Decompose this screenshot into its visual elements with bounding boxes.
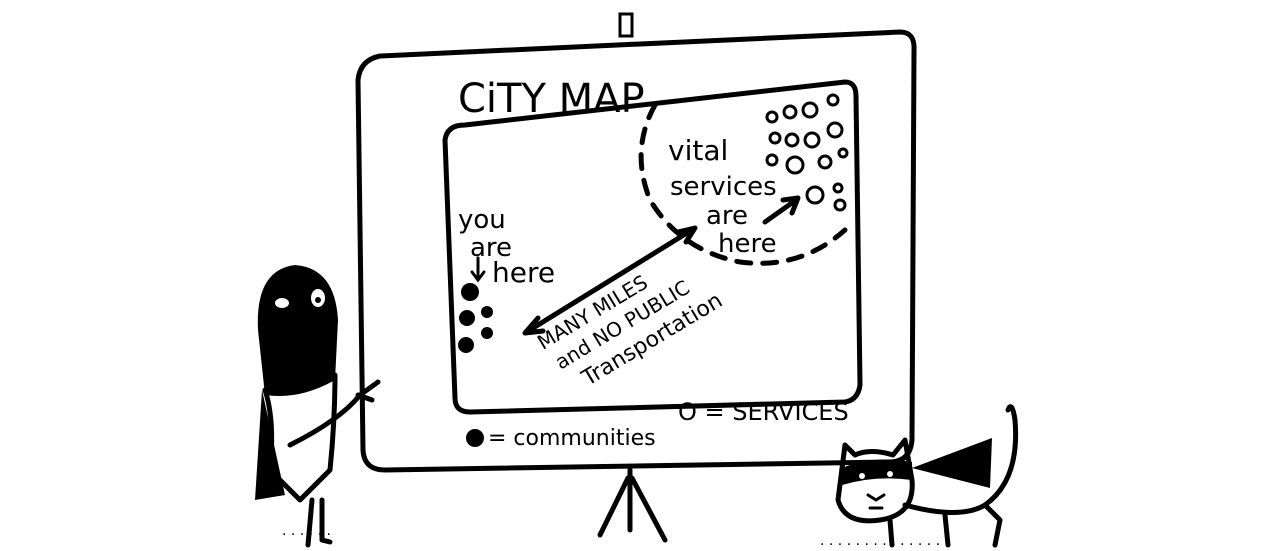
arrow-to-services-icon bbox=[762, 195, 801, 225]
svg-text:here: here bbox=[492, 256, 555, 289]
svg-text:vital: vital bbox=[668, 134, 728, 167]
person-figure: . . . . . . bbox=[255, 265, 381, 548]
svg-text:. . . . . . . . . . . . . . .: . . . . . . . . . . . . . . . bbox=[820, 533, 949, 549]
you-are-here-label: you are here bbox=[458, 205, 555, 289]
svg-text:. . . . . .: . . . . . . bbox=[282, 523, 331, 539]
services-circles bbox=[765, 93, 849, 212]
easel-top-peg bbox=[618, 12, 634, 38]
svg-text:here: here bbox=[718, 229, 777, 259]
board-frame bbox=[355, 29, 917, 473]
svg-text:you: you bbox=[458, 205, 506, 235]
easel bbox=[597, 12, 668, 543]
map-area bbox=[442, 79, 863, 415]
svg-text:are: are bbox=[706, 201, 748, 231]
community-dots bbox=[458, 283, 493, 353]
community-dot-icon bbox=[466, 429, 484, 447]
svg-text:O = SERVICES: O = SERVICES bbox=[678, 398, 849, 426]
svg-text:services: services bbox=[670, 172, 777, 202]
vital-services-label: vital services are here bbox=[668, 134, 777, 259]
legend: = communities O = SERVICES bbox=[466, 398, 849, 451]
cat-figure: . . . . . . . . . . . . . . . bbox=[820, 404, 1019, 549]
easel-legs bbox=[597, 467, 668, 543]
distance-double-arrow-icon bbox=[522, 225, 698, 336]
pointing-arm bbox=[287, 379, 381, 448]
svg-text:= communities: = communities bbox=[488, 426, 656, 451]
down-arrow-icon bbox=[470, 256, 486, 283]
